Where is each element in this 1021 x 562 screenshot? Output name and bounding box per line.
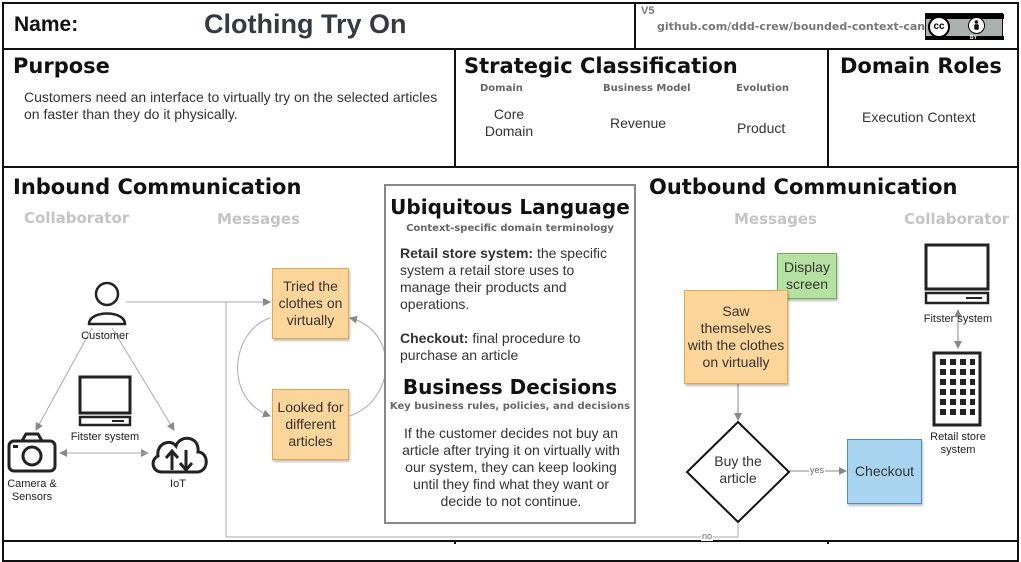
top-row-divider <box>2 166 1019 168</box>
bottom-divider <box>2 540 1019 542</box>
by-person-icon <box>968 17 985 34</box>
roles-value: Execution Context <box>862 109 976 125</box>
business-model-label: Business Model <box>603 83 691 94</box>
license-badge[interactable]: cc BY <box>925 13 1004 41</box>
message-looked-articles[interactable]: Looked for different articles <box>272 389 349 460</box>
connector-lines <box>35 298 962 538</box>
inbound-title: Inbound Communication <box>13 175 302 199</box>
version-label: V5 <box>641 5 655 17</box>
def-retail-store: the specific system a retail store uses … <box>400 245 607 312</box>
purpose-text: Customers need an interface to virtually… <box>24 89 438 122</box>
outbound-messages-label: Messages <box>734 210 817 228</box>
iot-cloud-icon <box>148 430 212 481</box>
outbound-title: Outbound Communication <box>649 175 958 199</box>
ubiquitous-subtitle: Context-specific domain terminology <box>406 223 614 234</box>
bottom-tick-1 <box>454 540 456 544</box>
message-tried-clothes[interactable]: Tried the clothes on virtually <box>272 268 349 339</box>
decision-diamond[interactable] <box>685 420 791 529</box>
ubiquitous-title: Ubiquitous Language <box>390 195 630 219</box>
ubiquitous-language-box <box>384 184 636 524</box>
name-label: Name: <box>14 13 79 36</box>
roles-divider <box>827 48 829 168</box>
purpose-title: Purpose <box>13 54 110 78</box>
retail-store-building-icon <box>931 350 983 433</box>
yes-label: yes <box>809 465 826 475</box>
repo-link[interactable]: github.com/ddd-crew/bounded-context-canv… <box>657 20 947 33</box>
evolution-value: Product <box>737 120 786 136</box>
term-retail-store: Retail store system: <box>400 245 534 261</box>
decision-label: Buy the article <box>714 453 762 486</box>
message-saw-themselves[interactable]: Saw themselves with the clothes on virtu… <box>684 290 788 384</box>
purpose-divider <box>454 48 456 168</box>
def-checkout: final procedure to purchase an article <box>400 330 581 363</box>
header-divider <box>2 48 1019 50</box>
decisions-text: If the customer decides not buy an artic… <box>402 425 620 509</box>
decisions-title: Business Decisions <box>402 375 618 399</box>
strategic-title: Strategic Classification <box>464 54 738 78</box>
inbound-messages-label: Messages <box>217 210 300 228</box>
customer-label: Customer <box>81 330 129 342</box>
inbound-collaborator-label: Collaborator <box>24 209 130 227</box>
context-name: Clothing Try On <box>204 9 407 39</box>
iot-label: IoT <box>170 478 186 490</box>
fitster-outbound-computer-icon <box>924 243 990 312</box>
fitster-computer-icon <box>78 375 132 432</box>
header-version-divider <box>634 2 636 50</box>
term-checkout: Checkout: <box>400 330 469 346</box>
fitster-inbound-label: Fitster system <box>70 431 140 443</box>
evolution-label: Evolution <box>736 83 789 94</box>
business-model-value: Revenue <box>610 115 667 131</box>
retail-store-label: Retail store system <box>930 431 986 456</box>
bottom-tick-2 <box>827 540 829 544</box>
message-display-screen[interactable]: Display screen <box>777 253 837 299</box>
camera-icon <box>7 432 57 479</box>
cc-icon: cc <box>928 16 950 38</box>
outbound-collaborator-label: Collaborator <box>904 210 1010 228</box>
domain-value: Core Domain <box>484 106 534 139</box>
camera-label: Camera & Sensors <box>7 478 57 503</box>
by-label: BY <box>970 35 977 41</box>
domain-label: Domain <box>480 83 523 94</box>
message-checkout[interactable]: Checkout <box>847 439 922 504</box>
roles-title: Domain Roles <box>840 54 1002 78</box>
customer-icon <box>86 280 128 331</box>
fitster-outbound-label: Fitster system <box>923 313 993 325</box>
no-label: no <box>701 531 714 541</box>
decisions-subtitle: Key business rules, policies, and decisi… <box>389 401 631 412</box>
ubiquitous-terms: Retail store system: the specific system… <box>400 245 622 364</box>
